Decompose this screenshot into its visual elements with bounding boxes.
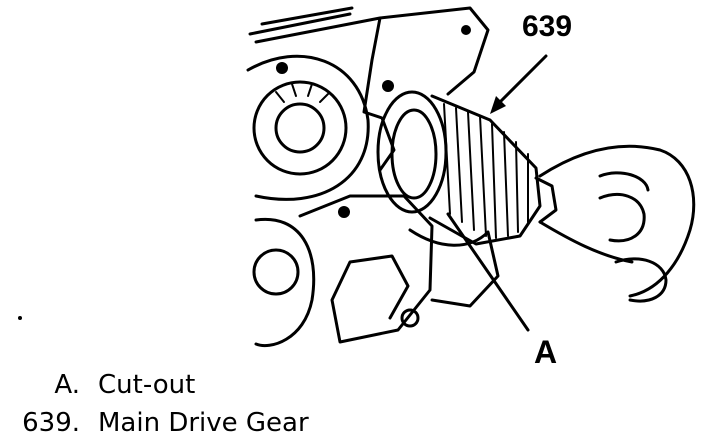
gear-front-ring-inner [390,108,438,200]
legend-item: A. Cut-out [0,372,195,398]
callout-a: A [534,334,558,370]
housing-top-edge [248,6,354,36]
callout-639: 639 [522,10,573,43]
legend-text: Cut-out [98,370,196,400]
bearing-race-inner [274,102,326,154]
hand-outline [538,144,696,303]
stray-mark [18,316,22,320]
bolt-hole-2 [382,80,394,92]
bolt-hole-1 [276,62,288,74]
arrow-639 [490,96,506,114]
gear-teeth [443,103,529,239]
legend-item: 639. Main Drive Gear [0,410,309,436]
leader-a [446,212,530,332]
bearing-rollers [275,83,329,103]
housing-outline [254,6,490,172]
shaft-seal-outer [252,248,300,296]
housing-lower-outline [254,194,434,348]
legend-text: Main Drive Gear [98,408,309,438]
gear-shaft [534,176,558,224]
legend-key: A. [54,370,80,400]
legend-key: 639. [22,408,80,438]
gear-body [428,94,542,246]
bearing-race-outer [252,80,348,176]
leader-639 [494,54,548,108]
bolt-hole-4 [461,25,471,35]
housing-left-lobe [246,54,370,201]
bolt-hole-3 [338,206,350,218]
lower-bolt-hole [400,308,420,328]
housing-rib [408,228,500,308]
